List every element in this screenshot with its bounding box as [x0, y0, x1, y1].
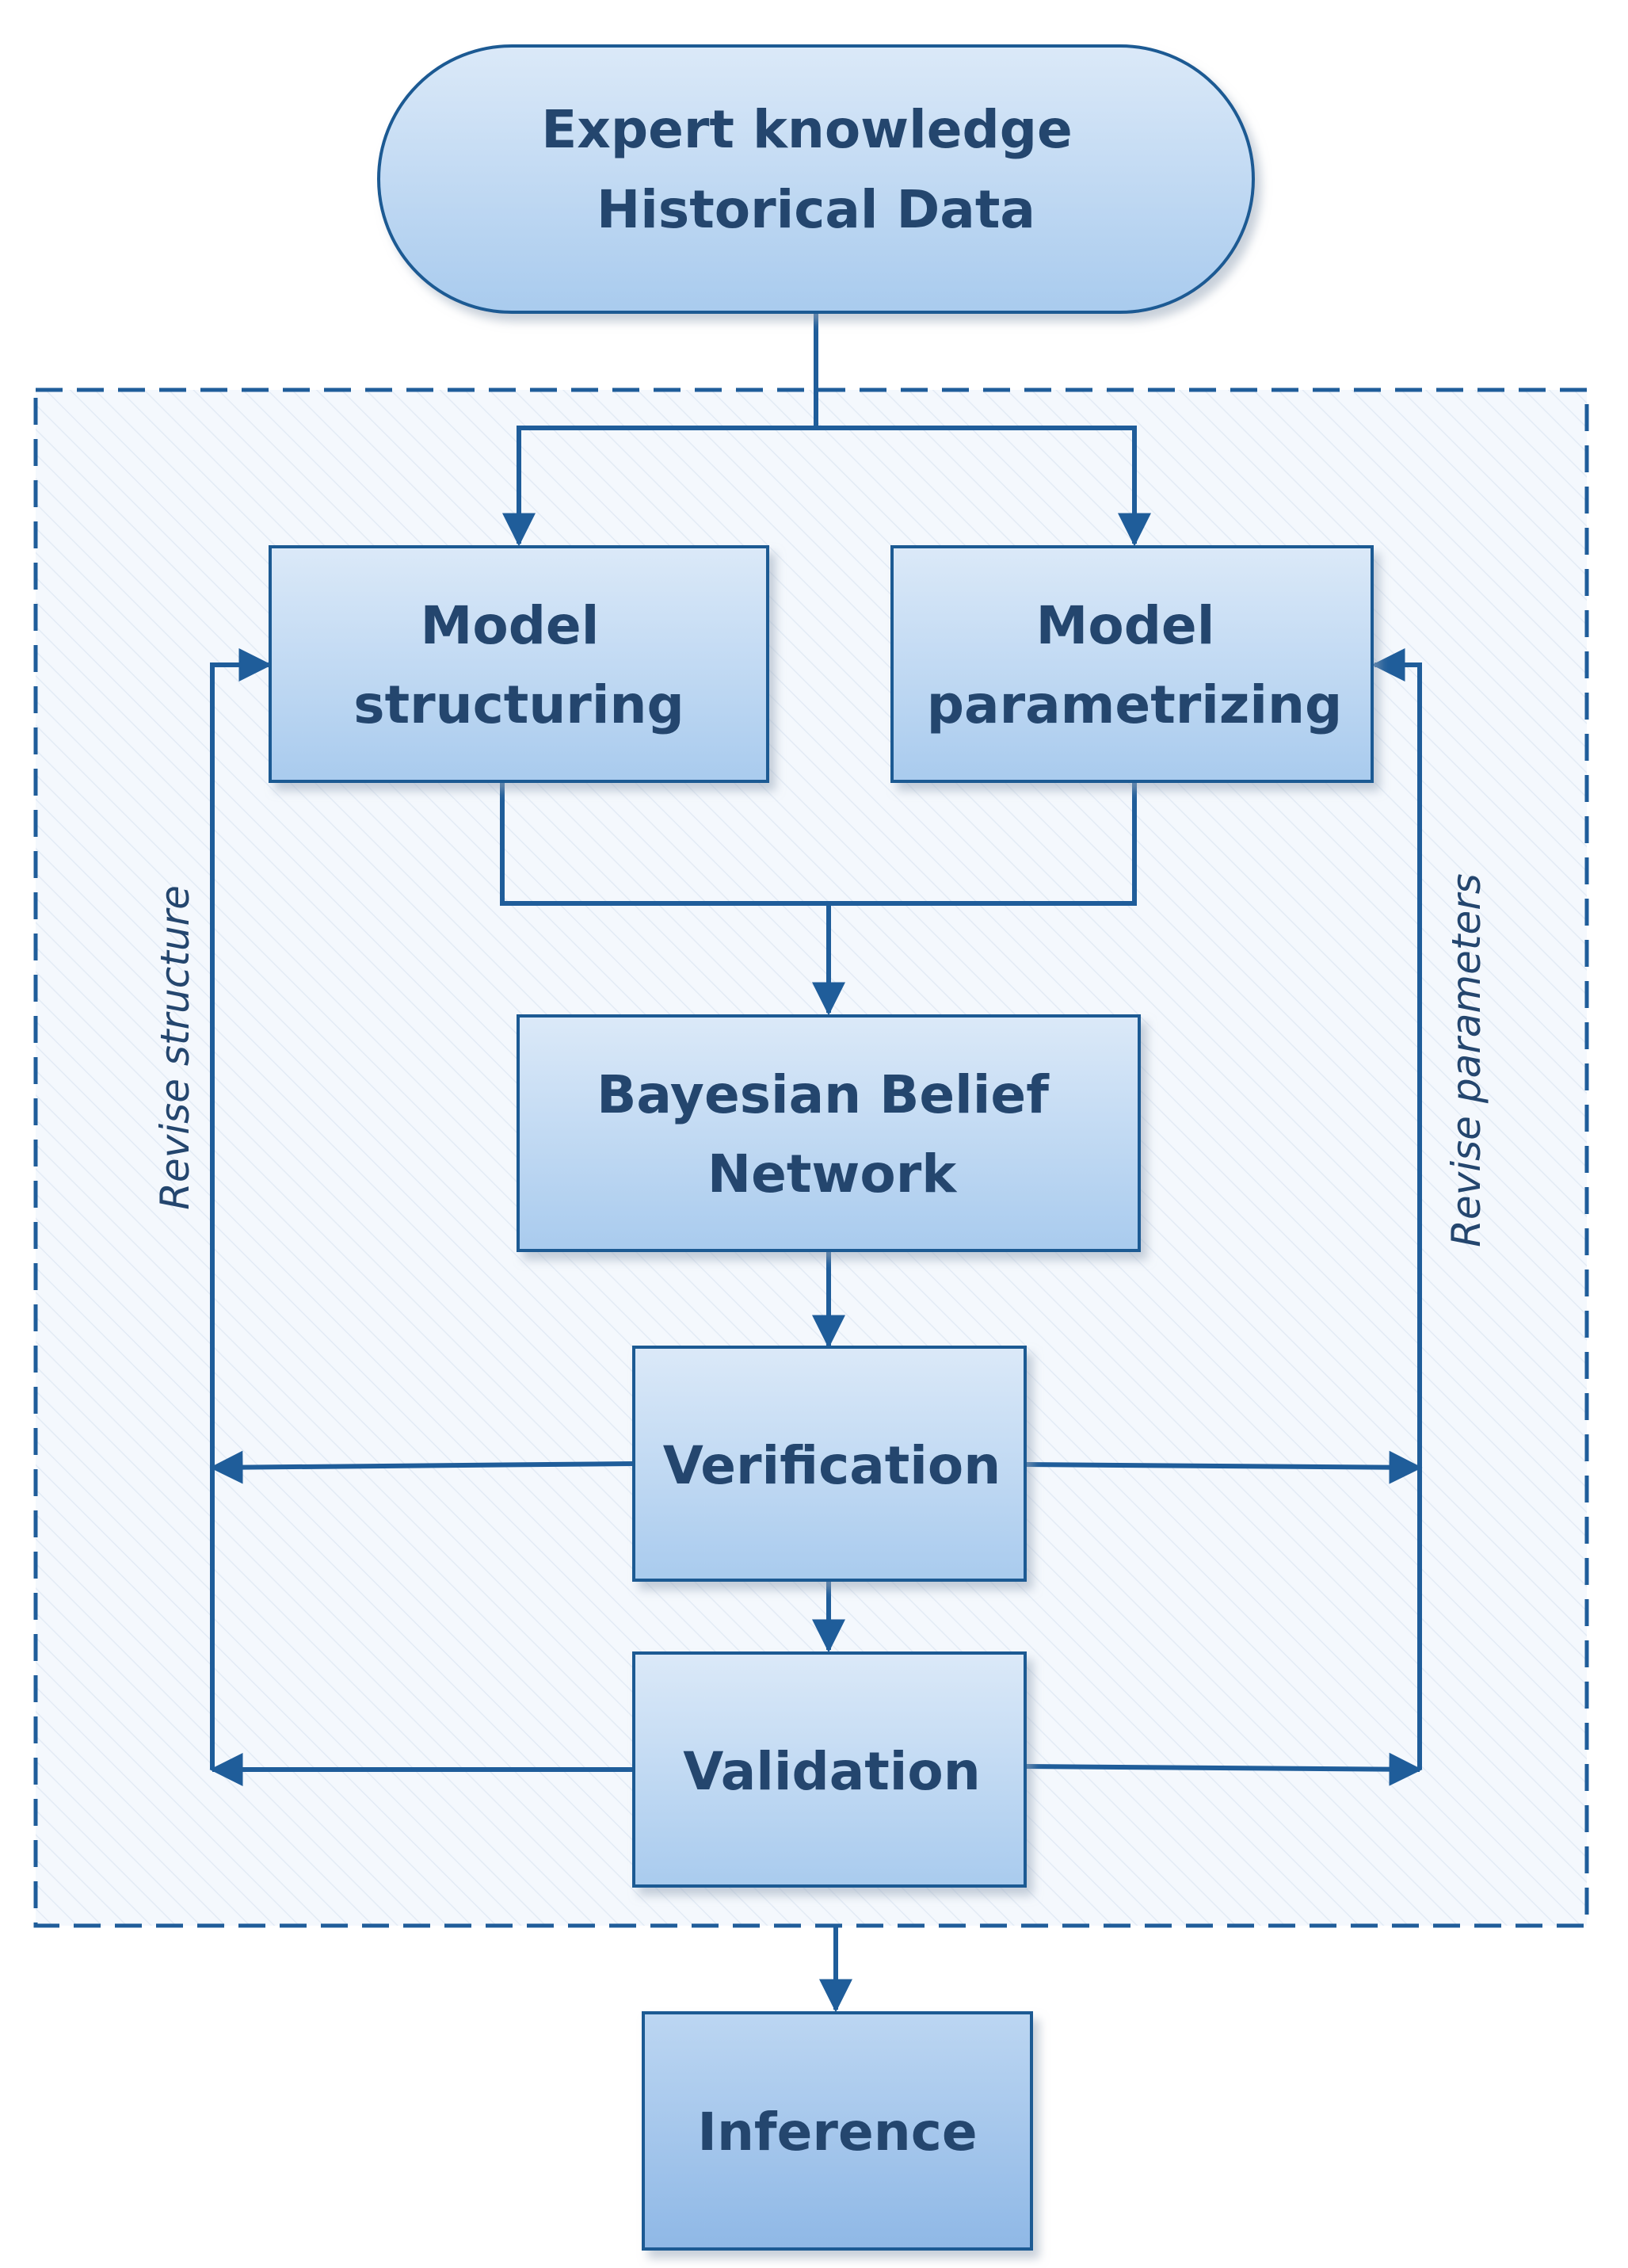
connector-verification-right: [1024, 1450, 1423, 1484]
svg-text:Model parametrizing: Model parametrizing: [927, 595, 1342, 735]
node-inference: Inference: [642, 2011, 1033, 2251]
parametrizing-line-2: parametrizing: [927, 674, 1342, 735]
revise-parameters-label: Revise parameters: [1443, 873, 1489, 1247]
start-line-1: Expert knowledge: [541, 99, 1073, 160]
bbn-line-1: Bayesian Belief: [597, 1064, 1050, 1125]
connector-to-parametrizing: [816, 426, 1151, 547]
node-model-parametrizing: Model parametrizing: [890, 545, 1374, 783]
parametrizing-line-1: Model: [1036, 595, 1215, 656]
verification-label: Verification: [663, 1435, 1001, 1496]
structuring-line-2: structuring: [353, 674, 684, 735]
inference-label: Inference: [697, 2102, 977, 2163]
node-verification: Verification: [632, 1346, 1027, 1582]
svg-text:Bayesian Belief Network: Bayesian Belief Network: [597, 1064, 1067, 1205]
start-line-2: Historical Data: [597, 179, 1035, 240]
node-validation: Validation: [632, 1651, 1027, 1888]
svg-text:Validation: Validation: [683, 1741, 981, 1802]
node-start: Expert knowledge Historical Data: [377, 44, 1255, 314]
validation-label: Validation: [683, 1741, 981, 1802]
svg-text:Verification: Verification: [663, 1435, 1001, 1496]
bbn-line-2: Network: [707, 1144, 958, 1205]
node-model-structuring: Model structuring: [269, 545, 769, 783]
connector-revise-parameters: [1371, 648, 1422, 1770]
svg-text:Expert knowledge Histori: Expert knowledge Historical Data: [541, 99, 1091, 240]
svg-text:Inference: Inference: [697, 2102, 977, 2163]
revise-structure-label: Revise structure: [152, 885, 198, 1210]
connectors: [209, 311, 1423, 2013]
connector-revise-structure: [210, 648, 273, 1770]
structuring-line-1: Model: [421, 595, 600, 656]
node-bayesian-belief-network: Bayesian Belief Network: [517, 1014, 1141, 1252]
svg-text:Model structuring: Model structuring: [353, 595, 684, 735]
connector-verification-left: [209, 1450, 635, 1484]
connector-merge: [500, 780, 1137, 906]
connector-validation-right: [1024, 1752, 1423, 1786]
connector-to-structuring: [502, 426, 816, 547]
